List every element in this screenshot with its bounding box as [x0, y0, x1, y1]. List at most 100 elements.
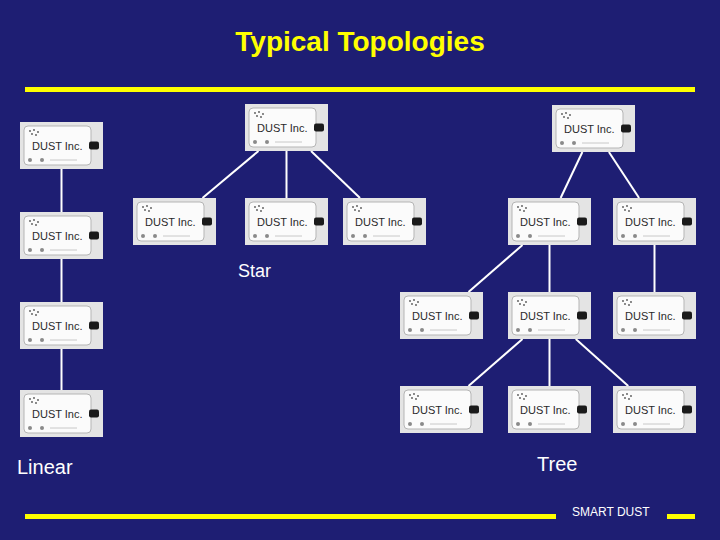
sensor-mote: DUST Inc. [613, 198, 696, 245]
mote-housing [404, 390, 471, 429]
screw [363, 234, 367, 238]
screw [153, 234, 157, 238]
screw [528, 234, 532, 238]
screw [408, 422, 412, 426]
device-label: DUST Inc. [520, 310, 571, 322]
logo-dot [563, 116, 565, 118]
screw [28, 158, 32, 162]
logo-dot [150, 207, 152, 209]
link-line [654, 245, 656, 292]
logo-dot [258, 111, 260, 113]
title-rule [25, 87, 695, 92]
logo-dot [521, 393, 523, 395]
device-label: DUST Inc. [625, 216, 676, 228]
logo-dot [626, 393, 628, 395]
mote-housing [617, 390, 684, 429]
sensor-mote: DUST Inc. [20, 302, 103, 349]
photo-ground [613, 386, 696, 433]
logo-dot [35, 224, 37, 226]
logo-dot [29, 398, 31, 400]
logo-dot [146, 205, 148, 207]
logo-dot [628, 398, 630, 400]
screw [516, 234, 520, 238]
logo-dot [409, 394, 411, 396]
logo-dot [31, 133, 33, 135]
fine-print [643, 236, 670, 237]
photo-ground [20, 212, 103, 259]
screw [28, 426, 32, 430]
logo-dot [354, 209, 356, 211]
logo-dot [37, 311, 39, 313]
sensor-mote: DUST Inc. [343, 198, 426, 245]
sensor-mote: DUST Inc. [508, 292, 591, 339]
link-line [61, 349, 63, 390]
mote-connector [314, 124, 324, 132]
logo-dot [523, 398, 525, 400]
device-label: DUST Inc. [257, 122, 308, 134]
logo-dot [360, 207, 362, 209]
logo-dot [35, 402, 37, 404]
fine-print [163, 236, 190, 237]
fine-print [430, 330, 457, 331]
photo-ground [508, 386, 591, 433]
mote-connector [469, 312, 479, 320]
mote-connector [89, 232, 99, 240]
mote-housing [24, 394, 91, 433]
mote-connector [621, 125, 631, 133]
logo-dot [523, 304, 525, 306]
logo-dot [148, 210, 150, 212]
logo-dot [525, 395, 527, 397]
logo-dot [622, 394, 624, 396]
logo-dot [411, 303, 413, 305]
link-line [61, 259, 63, 302]
logo-dot [256, 115, 258, 117]
screw [420, 328, 424, 332]
logo-dot [417, 301, 419, 303]
screw [621, 422, 625, 426]
screw [351, 234, 355, 238]
sensor-mote: DUST Inc. [245, 104, 328, 151]
logo-dot [411, 397, 413, 399]
sensor-mote: DUST Inc. [613, 386, 696, 433]
fine-print [275, 236, 302, 237]
mote-housing [24, 216, 91, 255]
mote-connector [89, 410, 99, 418]
mote-connector [89, 322, 99, 330]
device-label: DUST Inc. [520, 216, 571, 228]
sensor-mote: DUST Inc. [552, 105, 635, 152]
logo-dot [356, 205, 358, 207]
mote-housing [249, 202, 316, 241]
fine-print [50, 340, 77, 341]
topology-label: Tree [537, 453, 577, 476]
slide-title: Typical Topologies [0, 26, 720, 58]
mote-housing [512, 390, 579, 429]
screw [28, 338, 32, 342]
device-label: DUST Inc. [564, 123, 615, 135]
logo-dot [142, 206, 144, 208]
fine-print [538, 330, 565, 331]
fine-print [582, 143, 609, 144]
screw [516, 328, 520, 332]
mote-housing [249, 108, 316, 147]
logo-dot [409, 300, 411, 302]
screw [560, 141, 564, 145]
screw [265, 234, 269, 238]
logo-dot [260, 116, 262, 118]
logo-dot [31, 223, 33, 225]
logo-dot [415, 398, 417, 400]
logo-dot [31, 401, 33, 403]
logo-dot [626, 205, 628, 207]
screw [253, 140, 257, 144]
screw [633, 234, 637, 238]
logo-dot [525, 301, 527, 303]
screw [621, 328, 625, 332]
photo-ground [20, 390, 103, 437]
device-label: DUST Inc. [145, 216, 196, 228]
sensor-mote: DUST Inc. [20, 212, 103, 259]
photo-ground [508, 198, 591, 245]
link-line [549, 339, 551, 386]
screw [420, 422, 424, 426]
logo-dot [630, 207, 632, 209]
logo-dot [37, 221, 39, 223]
